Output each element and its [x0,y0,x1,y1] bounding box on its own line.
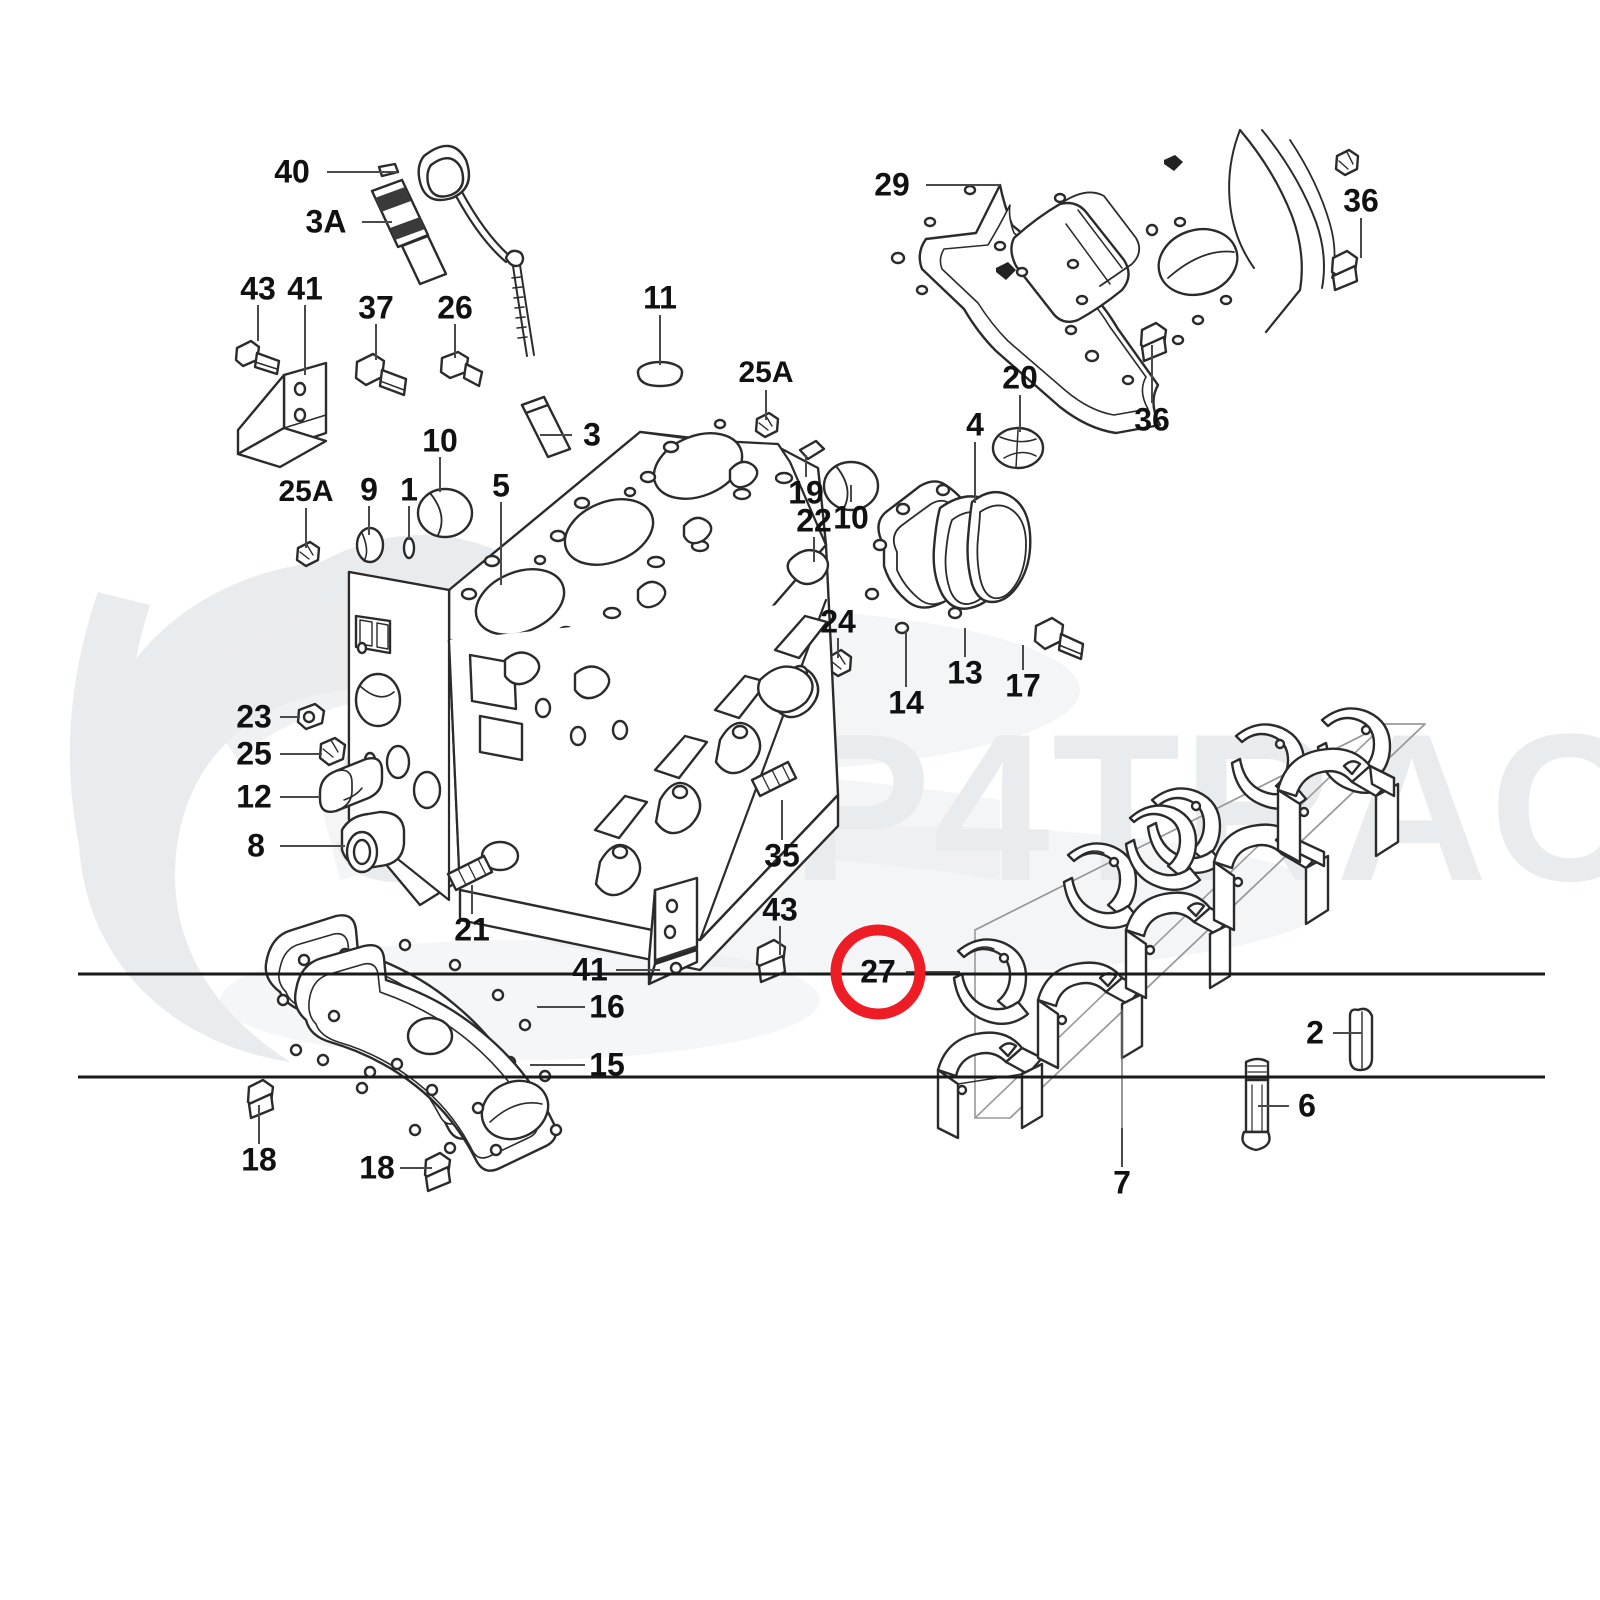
callout-label-18a: 18 [241,1141,277,1178]
part-19-woodruff-key [798,439,826,461]
callout-label-36b: 36 [1134,401,1170,438]
callout-label-43t: 43 [240,270,276,307]
part-6-cap-bolt [1241,1057,1271,1152]
callout-label-22: 22 [796,502,832,539]
part-41-bracket-top [236,361,328,469]
callout-label-19: 19 [788,474,824,511]
callout-label-20: 20 [1002,359,1038,396]
part-37-bolt [354,352,408,397]
callout-label-17: 17 [1005,667,1041,704]
part-15-front-cover [293,944,563,1172]
callout-label-12: 12 [236,778,272,815]
part-17-bolt [1033,616,1085,661]
callout-label-37: 37 [358,289,394,326]
part-12-bearing-bush [318,757,384,813]
part-36-bolt-top [1334,148,1360,177]
part-25-plug [318,736,347,767]
part-18-bolt-right [423,1151,452,1193]
callout-label-25A: 25A [738,356,794,389]
callout-label-3: 3 [583,416,601,453]
part-29-front-plate [890,128,1336,435]
callout-label-15: 15 [589,1046,625,1083]
callout-label-13: 13 [947,654,983,691]
part-4-seal-ring [966,490,1032,604]
callout-label-7: 7 [1113,1164,1131,1201]
callout-label-24: 24 [820,603,856,640]
part-35-stud [750,760,798,798]
callout-label-25: 25 [236,735,272,772]
part-2-thrust-washer [1348,1007,1374,1072]
callout-label-5: 5 [492,467,510,504]
part-40-dowel-pin [377,162,400,178]
callout-label-3A: 3A [305,203,347,240]
part-36-bolt-lower [1139,321,1168,363]
callout-label-6: 6 [1298,1087,1316,1124]
part-36-bolt-right [1330,249,1359,292]
part-21-stud [446,854,494,892]
callout-label-23: 23 [236,698,272,735]
part-8-bearing-bush [340,810,406,874]
callout-label-9: 9 [360,471,378,508]
part-9-core-plug [355,526,385,564]
callout-label-16: 16 [589,988,625,1025]
callout-label-26: 26 [437,289,473,326]
callout-label-10a: 10 [422,422,458,459]
callout-label-1: 1 [400,471,418,508]
callout-label-40: 40 [274,153,310,190]
part-23-bush [296,702,326,731]
part-dipstick-assembly [417,144,684,459]
callout-label-43b: 43 [762,891,798,928]
callout-label-11: 11 [643,279,677,316]
callout-label-8: 8 [247,827,265,864]
callout-label-36t: 36 [1343,182,1379,219]
part-18-bolt-left [246,1078,275,1120]
callout-label-10b: 10 [833,499,869,536]
part-43-bolt-bottom [755,938,787,984]
part-25A-plug-upper [754,411,780,439]
part-10-core-plug-left [416,487,474,539]
part-26-plug [439,350,484,388]
callout-label-4: 4 [966,406,984,443]
part-1-dowel [402,536,416,560]
callout-label-41b: 41 [572,951,608,988]
callout-label-29: 29 [874,166,910,203]
part-20-disc [991,426,1045,470]
callout-label-2: 2 [1306,1014,1324,1051]
callout-label-25Ab: 25A [278,475,334,508]
callout-label-41t: 41 [287,270,323,307]
part-3A-sleeve [370,178,448,286]
part-27-main-bearing-shells [952,707,1426,1119]
callout-label-27: 27 [860,953,896,990]
callout-label-18b: 18 [359,1149,395,1186]
part-25A-plug-lower [295,540,321,568]
part-43-bolt-top [234,339,281,376]
callout-label-35: 35 [764,837,800,874]
callout-label-21: 21 [454,911,490,948]
callout-label-14: 14 [888,684,924,721]
